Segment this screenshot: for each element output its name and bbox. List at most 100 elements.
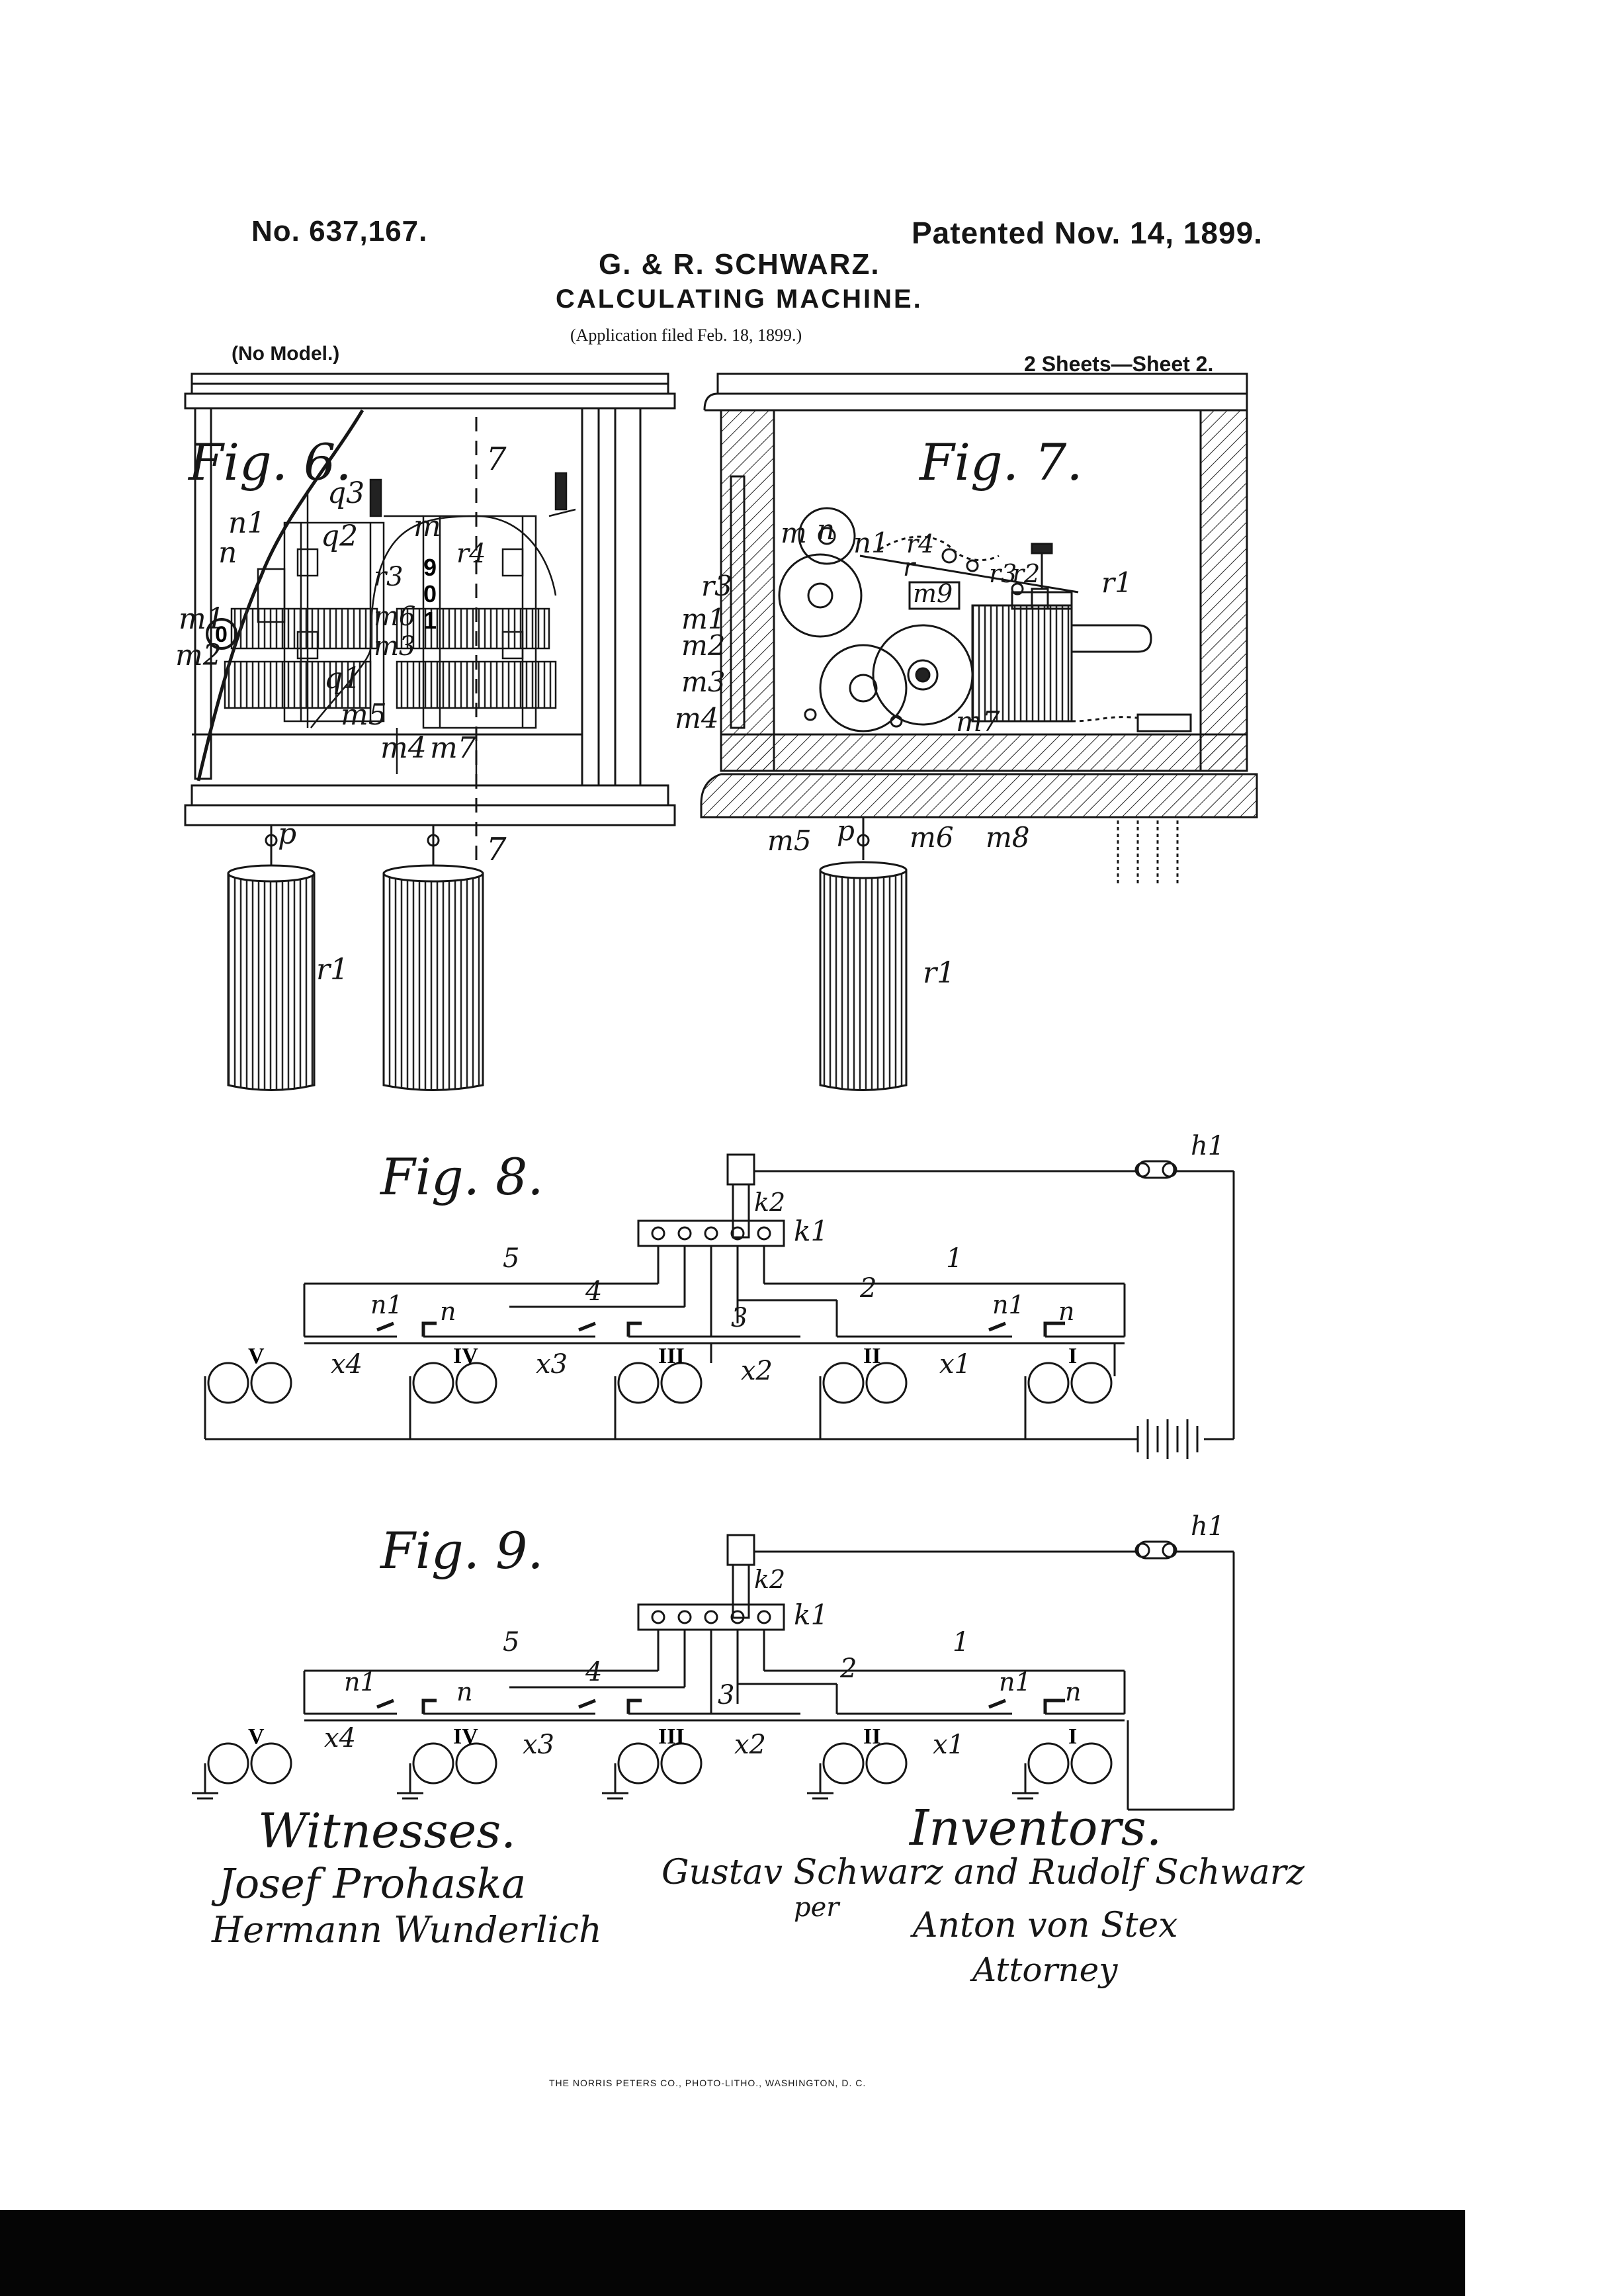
fig7-label: n	[817, 513, 835, 546]
fig6-label: m2	[175, 639, 222, 672]
fig9-label: n	[1065, 1677, 1081, 1706]
sheet-count: 2 Sheets—Sheet 2.	[1024, 352, 1214, 376]
fig6-digit: 1	[423, 607, 437, 634]
fig8-coil-numeral: I	[1068, 1344, 1077, 1368]
fig6-label: m7	[430, 731, 476, 765]
fig9-label: n	[456, 1677, 472, 1706]
fig6-drawing	[184, 373, 676, 867]
fig6-digit: 0	[423, 580, 437, 607]
fig6-label: m6	[374, 601, 415, 632]
fig7-label: r1	[923, 956, 955, 990]
fig6-label: m3	[374, 631, 415, 662]
fig6-label: q1	[324, 662, 361, 695]
attorney-signature: Anton von Stex	[913, 1906, 1178, 1945]
fig7-label: m1	[681, 603, 726, 635]
fig7-label: r2	[1012, 559, 1040, 588]
fig7-label: m	[781, 517, 807, 549]
fig7-label: r3	[701, 570, 732, 602]
scan-border	[0, 2210, 1465, 2296]
fig7-label: r3	[989, 559, 1017, 588]
fig7-weight	[819, 861, 908, 1091]
fig7-label: m6	[910, 821, 954, 854]
fig9-coil-numeral: IV	[453, 1724, 478, 1749]
fig9-coil-numeral: I	[1068, 1724, 1077, 1749]
fig6-label: p	[278, 817, 296, 851]
inventor-names-header: G. & R. SCHWARZ.	[599, 248, 880, 281]
fig9-label: 5	[503, 1627, 519, 1657]
witness-signature-2: Hermann Wunderlich	[212, 1909, 602, 1951]
fig6-label: m5	[341, 698, 387, 732]
fig6-section-mark: 7	[486, 441, 507, 478]
patent-number: No. 637,167.	[251, 215, 428, 247]
fig9-coil-numeral: II	[863, 1724, 880, 1749]
fig9-coil-numeral: V	[248, 1724, 265, 1749]
fig9-coil-numeral: III	[658, 1724, 685, 1749]
fig7-label: p	[837, 815, 855, 847]
witnesses-heading: Witnesses.	[258, 1803, 517, 1859]
attorney-title: Attorney	[972, 1951, 1118, 1989]
fig6-weight-right	[382, 864, 484, 1091]
printer-imprint: THE NORRIS PETERS CO., PHOTO-LITHO., WAS…	[549, 2078, 867, 2088]
fig8-coil-numeral: III	[658, 1344, 685, 1368]
fig6-title: Fig. 6.	[187, 433, 352, 492]
fig6-label: r3	[374, 562, 404, 592]
fig6-dial-digit: 0	[215, 622, 228, 647]
fig7-label: r	[903, 552, 917, 582]
fig7-label: n1	[853, 527, 889, 559]
fig7-label: r1	[1101, 566, 1132, 599]
fig6-label: n	[218, 536, 237, 570]
fig9-label: n1	[344, 1667, 376, 1697]
fig8-circuit	[204, 1153, 1235, 1459]
fig8-label: x4	[331, 1349, 363, 1380]
patent-date: Patented Nov. 14, 1899.	[912, 216, 1263, 250]
fig6-weight-left	[227, 864, 316, 1091]
fig7-label: m2	[681, 629, 726, 662]
fig8-label: 3	[731, 1303, 747, 1333]
fig8-label: x2	[741, 1356, 773, 1386]
fig9-label: x1	[933, 1730, 964, 1760]
fig8-coil-numeral: II	[863, 1344, 880, 1368]
fig9-label: x4	[324, 1723, 356, 1753]
fig8-label: h1	[1191, 1131, 1224, 1161]
fig7-label: m3	[681, 666, 726, 698]
fig6-label: n1	[228, 506, 265, 540]
fig8-title: Fig. 8.	[379, 1147, 544, 1206]
fig8-label: 4	[585, 1276, 602, 1307]
fig6-digit: 9	[423, 554, 437, 581]
fig6-section-mark: 7	[486, 831, 507, 868]
fig9-label: k1	[794, 1599, 828, 1631]
fig8-coil-numeral: IV	[453, 1344, 478, 1368]
inventors-heading: Inventors.	[910, 1800, 1162, 1857]
fig6-label: m4	[380, 731, 427, 765]
fig8-label: 2	[859, 1273, 876, 1303]
fig6-label: q2	[321, 519, 358, 553]
fig9-label: x2	[734, 1730, 766, 1760]
fig9-label: 1	[953, 1627, 969, 1657]
fig7-label: m8	[986, 821, 1030, 854]
fig7-label: r4	[906, 529, 934, 558]
fig6-label: r1	[316, 953, 349, 987]
fig9-circuit	[192, 1534, 1235, 1811]
fig8-label: n1	[992, 1290, 1025, 1319]
fig9-title: Fig. 9.	[379, 1521, 544, 1580]
patent-title: CALCULATING MACHINE.	[556, 285, 923, 314]
fig7-drawing	[700, 373, 1258, 887]
no-model-note: (No Model.)	[232, 343, 340, 365]
fig9-label: x3	[523, 1730, 554, 1760]
fig6-label: m	[413, 509, 441, 543]
fig9-label: h1	[1191, 1511, 1224, 1542]
fig8-coil-numeral: V	[248, 1344, 265, 1368]
fig6-label: r4	[456, 539, 486, 569]
fig8-label: n	[440, 1297, 456, 1326]
fig8-label: x1	[939, 1349, 971, 1380]
fig9-label: 3	[718, 1680, 734, 1710]
fig7-label: m5	[767, 824, 812, 857]
fig9-label: 2	[839, 1654, 857, 1684]
application-filed: (Application filed Feb. 18, 1899.)	[570, 326, 802, 345]
witness-signature-1: Josef Prohaska	[218, 1859, 527, 1908]
fig8-label: k2	[754, 1188, 785, 1217]
fig7-label: m7	[956, 705, 1000, 738]
fig6-label: m1	[179, 602, 225, 636]
fig9-label: n1	[999, 1667, 1031, 1697]
